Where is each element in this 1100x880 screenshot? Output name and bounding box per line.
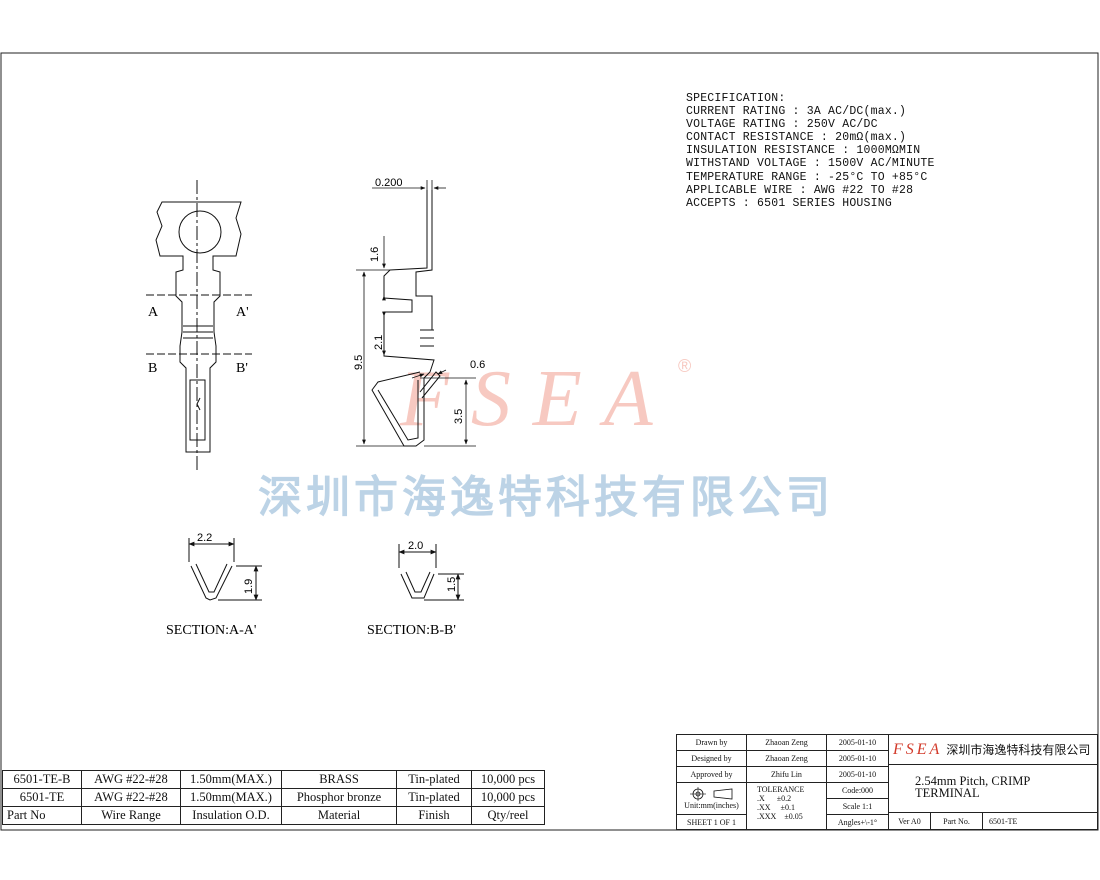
dim-1-6: 1.6	[369, 247, 381, 262]
front-view	[146, 180, 252, 470]
title-logo-row: FSEA 深圳市海逸特科技有限公司	[889, 735, 1097, 765]
table-row: 6501-TE-B AWG #22-#28 1.50mm(MAX.) BRASS…	[2, 770, 545, 789]
bom-cell: Tin-plated	[396, 770, 472, 789]
part-no-label: Part No.	[931, 813, 983, 829]
side-view	[371, 190, 441, 447]
header-insulation: Insulation O.D.	[180, 806, 282, 825]
drawn-label: Drawn by	[677, 735, 747, 751]
terminal-hole	[178, 210, 222, 254]
bom-cell: 1.50mm(MAX.)	[180, 770, 282, 789]
spec-voltage-rating: VOLTAGE RATING : 250V AC/DC	[686, 118, 878, 132]
tolerance-label: TOLERANCE	[757, 785, 805, 794]
spec-accepts: ACCEPTS : 6501 SERIES HOUSING	[686, 196, 892, 210]
scale-label: Scale 1:1	[827, 799, 889, 815]
dim-0-6: 0.6	[470, 359, 485, 371]
fsea-logo-icon: FSEA	[893, 740, 943, 758]
projection-symbol-icon	[689, 787, 732, 801]
bom-cell: 1.50mm(MAX.)	[180, 788, 282, 807]
drawn-name: Zhaoan Zeng	[747, 735, 827, 751]
dim-3-5: 3.5	[453, 409, 465, 424]
sheet-label: SHEET 1 OF 1	[677, 815, 747, 829]
bom-cell: BRASS	[281, 770, 397, 789]
tolerance-cell: TOLERANCE .X ±0.2 .XX ±0.1 .XXX ±0.05	[747, 783, 827, 829]
designed-label: Designed by	[677, 751, 747, 767]
approved-name: Zhifu Lin	[747, 767, 827, 783]
tolerance-xxx: .XXX ±0.05	[757, 812, 803, 821]
section-a-label: SECTION:A-A'	[166, 623, 256, 638]
watermark-registered: ®	[678, 356, 691, 376]
section-a-view	[188, 538, 262, 601]
bom-cell: AWG #22-#28	[81, 770, 181, 789]
tolerance-xx: .XX ±0.1	[757, 803, 795, 812]
spec-applicable-wire: APPLICABLE WIRE : AWG #22 TO #28	[686, 183, 914, 197]
projection-cell: Unit:mm(inches)	[677, 783, 747, 815]
header-qty: Qty/reel	[471, 806, 545, 825]
bom-cell: 10,000 pcs	[471, 788, 545, 807]
approved-date: 2005-01-10	[827, 767, 889, 783]
watermark-logo: FSEA ® 深圳市海逸特科技有限公司	[258, 355, 834, 523]
bom-cell: 6501-TE-B	[2, 770, 82, 789]
title-block: Drawn by Zhaoan Zeng 2005-01-10 Designed…	[676, 734, 1098, 830]
approved-label: Approved by	[677, 767, 747, 783]
bom-cell: AWG #22-#28	[81, 788, 181, 807]
section-b-label: SECTION:B-B'	[367, 623, 456, 638]
terminal-outline	[155, 201, 242, 453]
side-dimensions	[356, 180, 476, 447]
part-no-value: 6501-TE	[989, 816, 1018, 826]
title-line-1: 2.54mm Pitch, CRIMP	[915, 774, 1031, 788]
units-label: Unit:mm(inches)	[684, 801, 739, 810]
company-name: 深圳市海逸特科技有限公司	[946, 743, 1091, 757]
dim-thickness: 0.200	[375, 177, 403, 189]
bom-cell: Phosphor bronze	[281, 788, 397, 807]
version-label: Ver A0	[889, 813, 931, 829]
spec-insulation-resistance: INSULATION RESISTANCE : 1000MΩMIN	[686, 144, 921, 158]
drawn-date: 2005-01-10	[827, 735, 889, 751]
section-b-view	[398, 544, 464, 601]
bom-cell: Tin-plated	[396, 788, 472, 807]
spec-heading: SPECIFICATION:	[686, 92, 786, 105]
tolerance-x: .X ±0.2	[757, 794, 792, 803]
drawing-title: 2.54mm Pitch, CRIMP TERMINAL	[889, 765, 1097, 813]
sheet-border	[0, 52, 1099, 831]
specification-block: SPECIFICATION: CURRENT RATING : 3A AC/DC…	[686, 92, 935, 210]
dim-sec-b-height: 1.5	[446, 577, 458, 592]
section-mark-b-prime: B'	[236, 361, 248, 376]
spec-temperature-range: TEMPERATURE RANGE : -25°C TO +85°C	[686, 170, 928, 184]
bom-cell: 6501-TE	[2, 788, 82, 807]
header-material: Material	[281, 806, 397, 825]
section-mark-b: B	[148, 361, 157, 376]
section-mark-a-prime: A'	[236, 305, 249, 320]
dim-2-1: 2.1	[373, 335, 385, 350]
designed-name: Zhaoan Zeng	[747, 751, 827, 767]
code-label: Code:000	[827, 783, 889, 799]
table-header-row: Part No Wire Range Insulation O.D. Mater…	[2, 806, 545, 825]
section-mark-a: A	[148, 305, 159, 320]
dim-9-5: 9.5	[353, 355, 365, 370]
header-wire-range: Wire Range	[81, 806, 181, 825]
spec-withstand-voltage: WITHSTAND VOLTAGE : 1500V AC/MINUTE	[686, 157, 935, 171]
header-part-no: Part No	[2, 806, 82, 825]
watermark-company: 深圳市海逸特科技有限公司	[258, 472, 834, 523]
dim-sec-a-width: 2.2	[197, 532, 212, 544]
dim-sec-a-height: 1.9	[243, 579, 255, 594]
watermark-fsea: FSEA	[399, 355, 675, 443]
spec-current-rating: CURRENT RATING : 3A AC/DC(max.)	[686, 105, 907, 119]
header-finish: Finish	[396, 806, 472, 825]
dim-sec-b-width: 2.0	[408, 540, 423, 552]
designed-date: 2005-01-10	[827, 751, 889, 767]
bill-of-materials-table: 6501-TE-B AWG #22-#28 1.50mm(MAX.) BRASS…	[2, 770, 545, 825]
title-line-2: TERMINAL	[915, 786, 980, 800]
table-row: 6501-TE AWG #22-#28 1.50mm(MAX.) Phospho…	[2, 788, 545, 807]
spec-contact-resistance: CONTACT RESISTANCE : 20mΩ(max.)	[686, 131, 907, 145]
bom-cell: 10,000 pcs	[471, 770, 545, 789]
angles-label: Angles+\-1°	[827, 815, 889, 829]
